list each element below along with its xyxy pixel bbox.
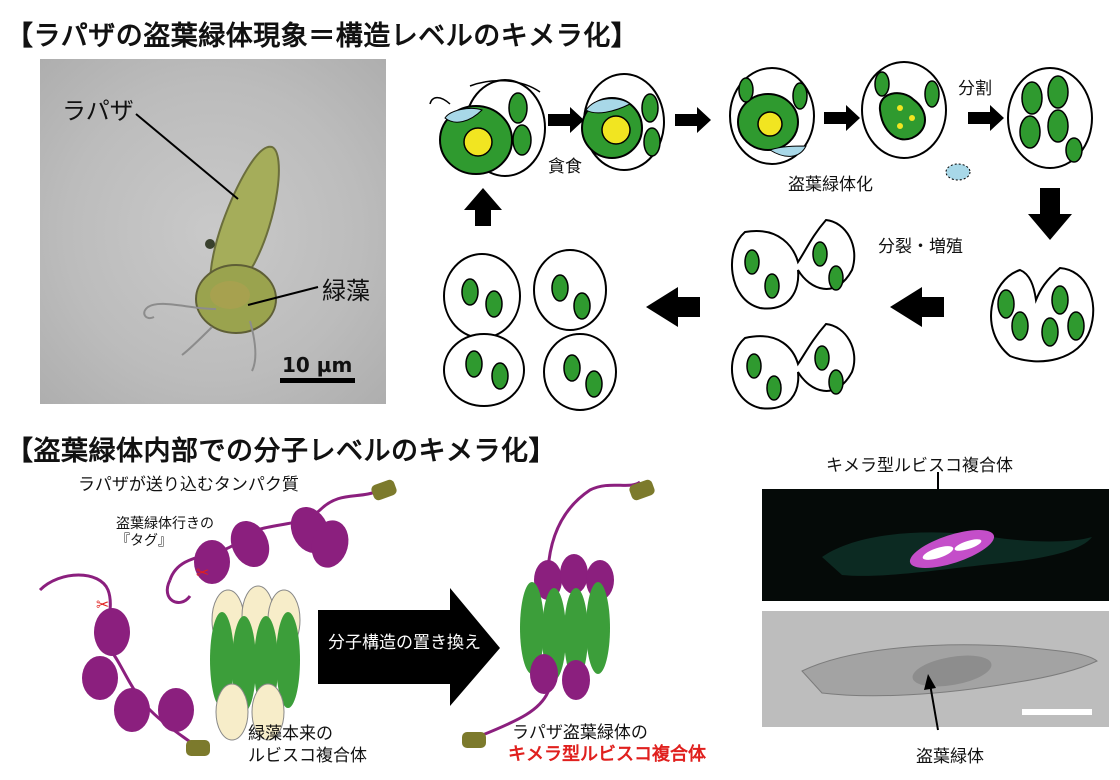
label-native-2: ルビスコ複合体 (248, 746, 367, 766)
arrow-2 (675, 107, 711, 133)
alga-detail (210, 281, 250, 309)
scissors-icon: ✂ (96, 595, 109, 614)
label-chimera-2: キメラ型ルビスコ複合体 (508, 744, 706, 765)
stage-digest (729, 67, 815, 165)
leader-rapaza (135, 113, 239, 200)
tag-top (371, 479, 397, 501)
arrow-left-1 (890, 287, 944, 327)
kleptoplasty-cycle-diagram (429, 61, 1095, 411)
chimera-rubisco (462, 479, 655, 748)
stage-engulf (429, 79, 546, 177)
protein-domain (194, 540, 230, 584)
flagellum-2 (181, 326, 213, 356)
label-native-1: 緑藻本来の (248, 724, 333, 744)
scissors-icon: ✂ (196, 563, 209, 582)
flagellum-3 (249, 320, 257, 372)
label-rapaza: ラパザ (62, 97, 134, 125)
label-chimera-1: ラパザ盗葉緑体の (512, 723, 648, 743)
protein-domain (158, 688, 194, 732)
micrograph-image (135, 113, 355, 383)
label-fission: 分裂・増殖 (878, 237, 963, 257)
stage-fission (990, 266, 1095, 363)
arrow-1 (548, 107, 584, 133)
arrow-down (1028, 188, 1072, 240)
stage-phagocytosed (581, 73, 665, 171)
rapaza-micrograph: ラパザ 緑藻 10 µm (40, 59, 386, 404)
scale-bar (280, 378, 355, 383)
label-rapaza-protein: ラパザが送り込むタンパク質 (78, 475, 299, 495)
arrow-3 (824, 105, 860, 131)
label-kleptoplast: 盗葉緑体化 (788, 175, 873, 195)
replacement-arrow (318, 588, 500, 706)
arrow-up (464, 188, 502, 226)
arrow-left-2 (646, 287, 700, 327)
arrow-4 (968, 105, 1004, 131)
eyespot (205, 239, 215, 249)
protein-domain (94, 608, 130, 656)
protein-domain (311, 520, 349, 568)
protein-domain (114, 688, 150, 732)
bottom-heading: 【盗葉緑体内部での分子レベルのキメラ化】 (6, 436, 556, 467)
stage-dividing-pairs (731, 218, 856, 410)
stage-divided (1007, 67, 1093, 169)
label-replacement: 分子構造の置き換え (328, 633, 481, 653)
label-division: 分割 (958, 79, 992, 99)
native-rubisco (210, 585, 301, 741)
label-tag-1: 盗葉緑体行きの (116, 516, 214, 532)
stage-kleptoplast (861, 61, 971, 181)
molecular-diagram: ✂ ✂ (38, 479, 655, 756)
tag-left (186, 740, 210, 756)
leader-alga (247, 286, 319, 306)
label-alga: 緑藻 (322, 277, 370, 305)
label-phagocytosis: 貪食 (548, 157, 582, 177)
fluorescence-image (762, 489, 1109, 601)
label-kleptoplast-bottom: 盗葉緑体 (916, 747, 984, 767)
protein-domain (82, 656, 118, 700)
flagellum-1 (143, 302, 217, 319)
scale-bar-label: 10 µm (282, 353, 353, 377)
top-heading: 【ラパザの盗葉緑体現象＝構造レベルのキメラ化】 (6, 21, 639, 52)
dic-image (762, 611, 1109, 727)
stage-daughter-cells (443, 249, 617, 411)
label-tag-2: 『タグ』 (116, 533, 172, 549)
protein-domain (230, 520, 270, 568)
label-chimera-rubisco-top: キメラ型ルビスコ複合体 (826, 456, 1013, 476)
